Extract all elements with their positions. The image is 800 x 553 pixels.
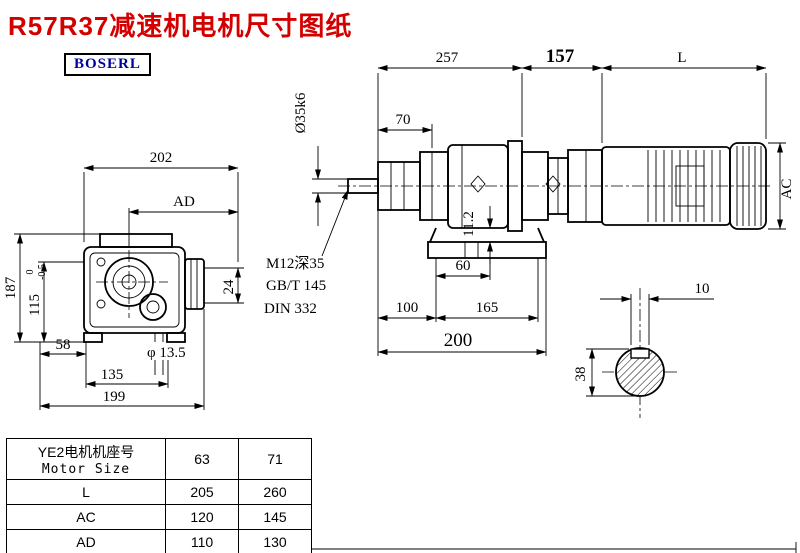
- row-label: AC: [6, 504, 166, 530]
- dim-length-l: L: [677, 50, 686, 66]
- plug-symbol: [545, 175, 561, 193]
- brand-logo: BOSERL: [64, 53, 151, 76]
- motor-nameplate: [675, 165, 705, 207]
- note-tap-hole: M12深35: [266, 255, 324, 272]
- gearbox-housing: [83, 246, 186, 334]
- motor-size-label-en: Motor Size: [41, 461, 131, 477]
- page-title: R57R37减速机电机尺寸图纸: [8, 11, 353, 41]
- front-view-dimensions: 202 AD 187 115 0 -0.5 24 58 135: [3, 150, 244, 410]
- dim-11-2: 11.2: [461, 211, 477, 237]
- dim-ac: AC: [779, 179, 795, 200]
- dim-199: 199: [103, 389, 126, 405]
- keyway-slot: [630, 348, 650, 359]
- motor-size-label-cn: YE2电机机座号: [37, 443, 135, 460]
- dim-257: 257: [436, 50, 459, 66]
- value-71: 260: [238, 479, 312, 505]
- dim-24: 24: [221, 279, 237, 295]
- sheet-border: [288, 542, 797, 553]
- dim-115: 115: [27, 294, 43, 316]
- value-71: 145: [238, 504, 312, 530]
- dim-135: 135: [101, 367, 124, 383]
- secondary-bore: [139, 293, 167, 321]
- mounting-base: [427, 241, 547, 259]
- table-row: AD 110 130: [6, 529, 312, 553]
- dim-115-tol-lower: -0.5: [37, 264, 48, 280]
- dim-165: 165: [476, 300, 499, 316]
- shaft-diameter-label: Ø35k6: [293, 92, 309, 133]
- dim-100: 100: [396, 300, 419, 316]
- dim-200: 200: [444, 330, 473, 351]
- value-63: 110: [165, 529, 239, 553]
- hole-diameter-label: φ 13.5: [147, 345, 186, 361]
- side-view-dimensions: 257 157 L 70 Ø35k6 M12深35 GB/T 145 DIN 3…: [264, 46, 795, 356]
- dim-115-tol-upper: 0: [25, 270, 36, 275]
- value-71: 130: [238, 529, 312, 553]
- fan-cover: [729, 142, 767, 230]
- note-gbt-standard: GB/T 145: [266, 278, 326, 294]
- dim-60: 60: [456, 258, 471, 274]
- front-view: 202 AD 187 115 0 -0.5 24 58 135: [3, 150, 244, 410]
- table-row: AC 120 145: [6, 504, 312, 530]
- dim-157: 157: [546, 46, 575, 67]
- row-label: L: [6, 479, 166, 505]
- frame-size-71: 71: [238, 438, 312, 480]
- value-63: 120: [165, 504, 239, 530]
- dim-58: 58: [56, 337, 71, 353]
- dim-38: 38: [573, 367, 589, 382]
- gearbox-front-outline: [83, 233, 205, 375]
- row-label: AD: [6, 529, 166, 553]
- side-view: 257 157 L 70 Ø35k6 M12深35 GB/T 145 DIN 3…: [264, 46, 795, 356]
- shaft-cross-section: [615, 347, 665, 397]
- table-header-row: YE2电机机座号 Motor Size 63 71: [6, 438, 312, 480]
- frame-size-63: 63: [165, 438, 239, 480]
- spec-table: YE2电机机座号 Motor Size 63 71 L 205 260 AC 1…: [6, 438, 312, 553]
- table-row: L 205 260: [6, 479, 312, 505]
- shaft-section-view: 10 38: [573, 281, 714, 418]
- dim-10: 10: [695, 281, 710, 297]
- gearbox-body: [447, 144, 509, 229]
- plug-symbol: [470, 175, 486, 193]
- dim-ad: AD: [173, 194, 195, 210]
- gearmotor-side-outline: [338, 140, 772, 259]
- section-dimensions: 10 38: [573, 281, 714, 397]
- value-63: 205: [165, 479, 239, 505]
- foot-right: [166, 332, 186, 343]
- foot-left: [83, 332, 103, 343]
- dim-187: 187: [3, 276, 19, 299]
- note-din-standard: DIN 332: [264, 301, 317, 317]
- motor-size-header-cell: YE2电机机座号 Motor Size: [6, 438, 166, 480]
- dim-70: 70: [396, 112, 411, 128]
- dim-202: 202: [150, 150, 173, 166]
- side-cover: [184, 258, 205, 310]
